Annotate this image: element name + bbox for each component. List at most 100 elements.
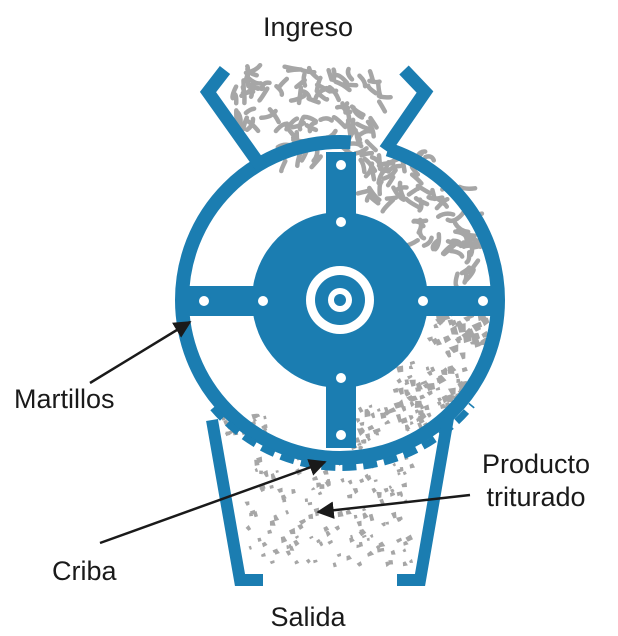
fine-particle (250, 420, 256, 426)
coarse-particle (453, 271, 460, 289)
fine-particle (393, 401, 400, 409)
fine-particle (395, 537, 403, 543)
fine-particle (346, 555, 352, 561)
coarse-particle (257, 86, 270, 103)
pin (334, 428, 348, 442)
product-leader (316, 493, 471, 519)
fine-particle (255, 413, 261, 418)
fine-particle (435, 386, 441, 391)
fine-particle (359, 529, 364, 534)
coarse-particle (450, 238, 464, 249)
coarse-particle (306, 65, 320, 80)
fine-particle (371, 487, 377, 494)
fine-particle (459, 352, 466, 360)
coarse-particle (376, 93, 393, 100)
fine-particle (353, 514, 358, 519)
fine-particle (289, 527, 296, 535)
fine-particle (325, 480, 331, 484)
fine-particle (449, 319, 457, 327)
coarse-particle (267, 107, 281, 125)
fine-particle (304, 498, 309, 502)
fine-particle (349, 537, 355, 543)
coarse-particle (453, 229, 469, 239)
fine-particle (399, 467, 404, 472)
fine-particle (273, 514, 280, 522)
coarse-particle (406, 186, 421, 197)
fine-particle (431, 337, 439, 346)
coarse-particle (364, 139, 378, 153)
fine-particle (269, 560, 275, 565)
fine-particle (267, 529, 273, 534)
fine-particle (356, 544, 361, 549)
fine-particle (368, 513, 375, 522)
fine-particle (285, 550, 291, 556)
fine-particle (346, 493, 353, 499)
fine-particle (396, 365, 404, 373)
fine-particle (395, 413, 402, 423)
coarse-particle (377, 179, 384, 197)
fine-particle (312, 475, 319, 481)
fine-particle (416, 418, 421, 423)
fine-particle (474, 321, 483, 329)
hammers-label: Martillos (14, 384, 115, 414)
fine-particle (384, 419, 391, 425)
fine-particle (470, 332, 481, 343)
fine-particle (337, 510, 344, 518)
fine-particle (409, 379, 416, 387)
fine-particle (282, 498, 287, 503)
coarse-particle (296, 85, 304, 106)
fine-particle (269, 519, 276, 526)
coarse-particle (353, 146, 369, 156)
chute-right-wall (397, 416, 454, 586)
fine-particle (367, 550, 375, 557)
coarse-particle (404, 196, 421, 210)
fine-particle (364, 473, 370, 479)
fine-particle (397, 387, 404, 395)
hopper-left-wall (199, 66, 268, 172)
coarse-particle (327, 84, 342, 103)
coarse-particle (415, 183, 433, 196)
fine-particle (347, 479, 353, 485)
fine-particle (392, 387, 399, 393)
coarse-particle (244, 116, 256, 133)
coarse-particle (376, 99, 388, 114)
fine-particle (461, 366, 468, 373)
coarse-particle (362, 156, 378, 174)
hammers-leader (89, 320, 192, 385)
coarse-particle (416, 217, 424, 235)
product-label-line2: triturado (486, 482, 585, 512)
fine-particle (408, 364, 414, 369)
fine-particle (270, 473, 277, 480)
fine-particle (248, 545, 252, 550)
coarse-particle (376, 167, 389, 186)
coarse-particle (243, 106, 257, 116)
fine-particle (334, 525, 340, 531)
fine-particle (252, 510, 258, 518)
coarse-particle (282, 64, 301, 72)
fine-particle (385, 406, 389, 411)
fine-particle (259, 470, 263, 475)
coarse-particle (381, 167, 398, 181)
fine-particle (263, 415, 267, 420)
fine-particle (245, 525, 252, 531)
coarse-particle (386, 163, 403, 174)
coarse-particle (351, 124, 363, 142)
material-particles (221, 62, 490, 568)
fine-particle (289, 545, 295, 551)
fine-particle (281, 494, 287, 501)
fine-particle (407, 374, 413, 380)
fine-particle (293, 539, 300, 547)
fine-particle (272, 548, 278, 553)
fine-particle (311, 487, 316, 491)
fine-particle (442, 367, 448, 372)
fine-particle (397, 472, 401, 476)
fine-particle (405, 534, 413, 542)
coarse-particle (384, 195, 399, 201)
fine-particle (402, 561, 408, 567)
fine-particle (388, 407, 397, 414)
fine-particle (414, 400, 423, 408)
fine-particle (369, 533, 374, 538)
fine-particle (419, 394, 426, 400)
fine-particle (365, 433, 371, 439)
fine-particle (244, 501, 250, 506)
